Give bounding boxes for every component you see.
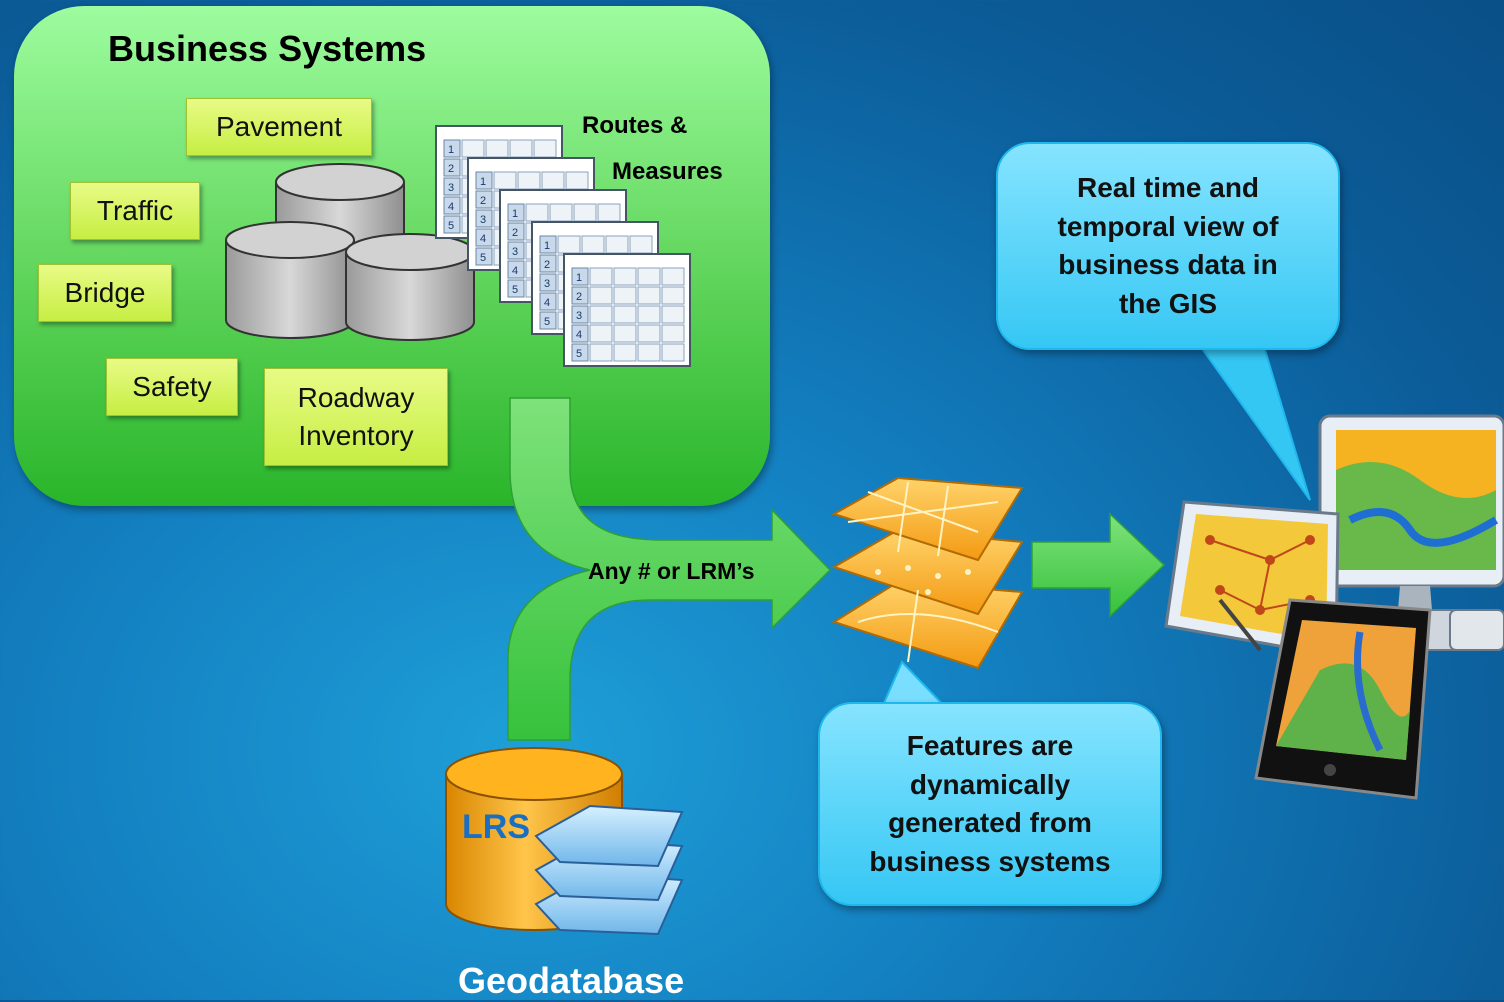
table-row-number: 5 <box>480 252 486 264</box>
business-systems-title: Business Systems <box>108 28 427 69</box>
callout-features-text: Features are dynamically generated from … <box>869 730 1111 877</box>
devices-icon <box>1164 414 1504 800</box>
table-row-number: 4 <box>512 265 518 277</box>
table-sheet: 1 2 3 4 5 <box>563 253 691 367</box>
table-row-number: 2 <box>480 195 486 207</box>
table-row-number: 1 <box>448 144 454 156</box>
table-row-number: 4 <box>544 297 550 309</box>
table-row-number: 4 <box>448 201 454 213</box>
table-row-number: 5 <box>544 316 550 328</box>
table-row-number: 5 <box>576 348 582 360</box>
database-icon <box>225 163 475 341</box>
flow-label: Any # or LRM’s <box>588 558 755 584</box>
table-row-number: 1 <box>576 272 582 284</box>
table-row-number: 2 <box>544 259 550 271</box>
tag-bridge: Bridge <box>38 264 172 322</box>
table-row-number: 4 <box>480 233 486 245</box>
routes-label-line1: Routes & <box>582 112 688 139</box>
tag-pavement: Pavement <box>186 98 372 156</box>
table-row-number: 2 <box>576 291 582 303</box>
lrs-label: LRS <box>462 808 530 846</box>
geodatabase-label: Geodatabase <box>458 960 685 1001</box>
lrs-geodatabase-icon <box>445 747 684 936</box>
table-row-number: 3 <box>544 278 550 290</box>
callout-features: Features are dynamically generated from … <box>818 702 1162 906</box>
routes-label-line2: Measures <box>612 158 723 185</box>
callout-realtime: Real time and temporal view of business … <box>996 142 1340 350</box>
table-row-number: 2 <box>512 227 518 239</box>
table-row-number: 3 <box>512 246 518 258</box>
table-row-number: 3 <box>448 182 454 194</box>
table-row-number: 1 <box>512 208 518 220</box>
table-row-number: 5 <box>448 220 454 232</box>
tablet-icon <box>1254 598 1432 800</box>
tag-safety: Safety <box>106 358 238 416</box>
table-row-number: 4 <box>576 329 582 341</box>
merge-arrow <box>507 397 832 741</box>
tag-roadway-inventory: Roadway Inventory <box>264 368 448 466</box>
callout-realtime-text: Real time and temporal view of business … <box>1057 172 1279 319</box>
table-row-number: 3 <box>576 310 582 322</box>
right-arrow <box>1031 512 1166 618</box>
tables-icon: 1 2 3 4 5 1 2 3 4 5 1 2 3 4 5 1 2 3 4 5 1 2 3 4 5 <box>435 125 691 367</box>
tag-traffic: Traffic <box>70 182 200 240</box>
table-row-number: 2 <box>448 163 454 175</box>
table-row-number: 3 <box>480 214 486 226</box>
table-row-number: 5 <box>512 284 518 296</box>
table-row-number: 1 <box>544 240 550 252</box>
table-row-number: 1 <box>480 176 486 188</box>
feature-layers-icon <box>831 476 1024 670</box>
